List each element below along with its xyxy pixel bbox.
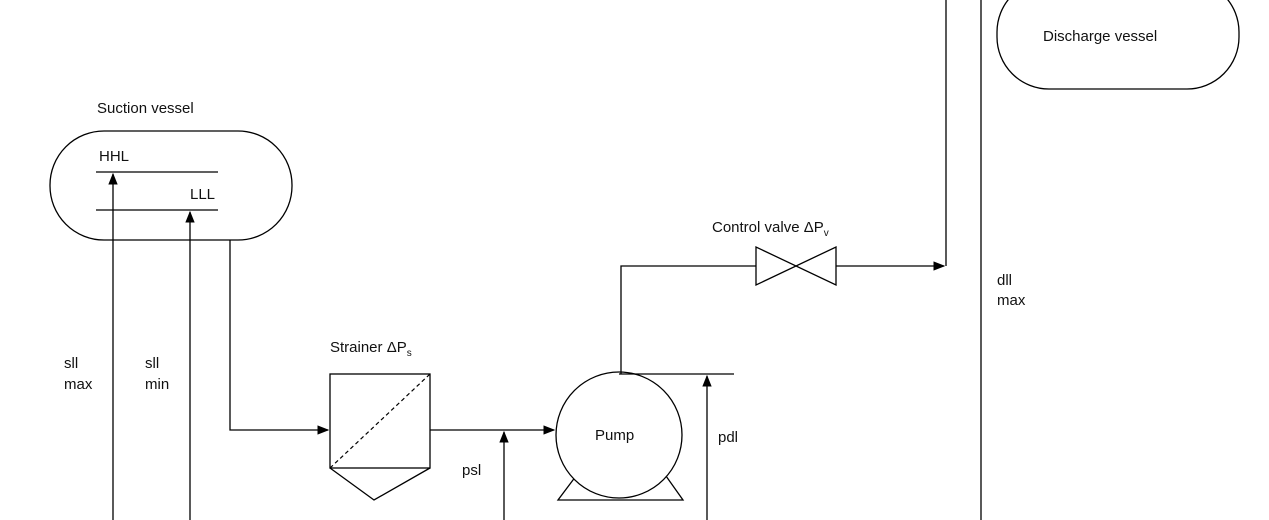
hhl-label: HHL <box>99 148 129 165</box>
control-valve-symbol <box>755 245 837 287</box>
strainer-body <box>329 373 431 469</box>
dll-max-label-line1: dll <box>997 272 1012 289</box>
pump-body <box>555 371 683 499</box>
sll-max-label-line1: sll <box>64 355 78 372</box>
dll-max-label-line2: max <box>997 292 1026 309</box>
discharge-vessel-label: Discharge vessel <box>1043 28 1157 45</box>
psl-label: psl <box>462 462 481 479</box>
suction-vessel-title: Suction vessel <box>97 100 194 117</box>
suction-pipe <box>229 240 330 435</box>
sll-min-label-line2: min <box>145 376 169 393</box>
control-valve-label: Control valve ΔPv <box>712 219 829 239</box>
strainer-screen <box>329 373 431 469</box>
lll-label: LLL <box>190 186 215 203</box>
pump-label: Pump <box>595 427 634 444</box>
pdl-label: pdl <box>718 429 738 446</box>
suction-vessel <box>49 130 293 241</box>
strainer-bottom <box>329 467 431 501</box>
sll-min-label-line1: sll <box>145 355 159 372</box>
strainer-label: Strainer ΔPs <box>330 339 412 359</box>
sll-max-label-line2: max <box>64 376 93 393</box>
discharge-pipe-to-valve <box>620 265 756 374</box>
discharge-vessel <box>996 0 1240 90</box>
